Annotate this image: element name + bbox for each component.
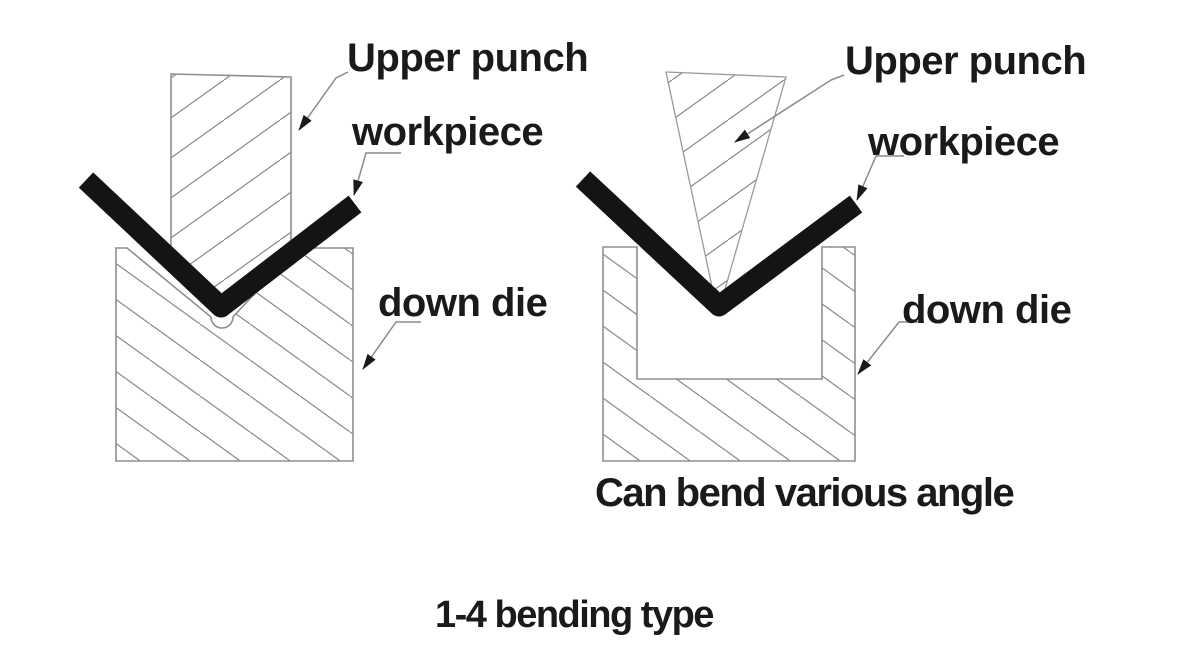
right-upper-punch-label: Upper punch (845, 39, 1087, 83)
right-down-die-shape (602, 246, 856, 462)
right-upper-punch-leader (734, 74, 845, 143)
left-workpiece-shape (78, 172, 362, 318)
left-down-die-label: down die (378, 281, 548, 325)
right-down-die-label: down die (902, 288, 1072, 332)
right-diagram (575, 71, 924, 462)
left-workpiece-leader (353, 152, 401, 196)
left-workpiece-label: workpiece (352, 110, 544, 154)
right-workpiece-shape (575, 171, 863, 317)
left-down-die-shape (115, 247, 354, 462)
left-down-die-leader (362, 321, 421, 370)
left-upper-punch-label: Upper punch (347, 36, 589, 80)
figure-caption: 1-4 bending type (435, 594, 714, 636)
right-workpiece-label: workpiece (868, 120, 1060, 164)
right-down-die-leader (857, 321, 924, 375)
right-diagram-note: Can bend various angle (595, 471, 1015, 515)
left-upper-punch-leader (298, 71, 349, 131)
left-diagram (78, 71, 421, 462)
right-workpiece-leader (856, 155, 904, 201)
